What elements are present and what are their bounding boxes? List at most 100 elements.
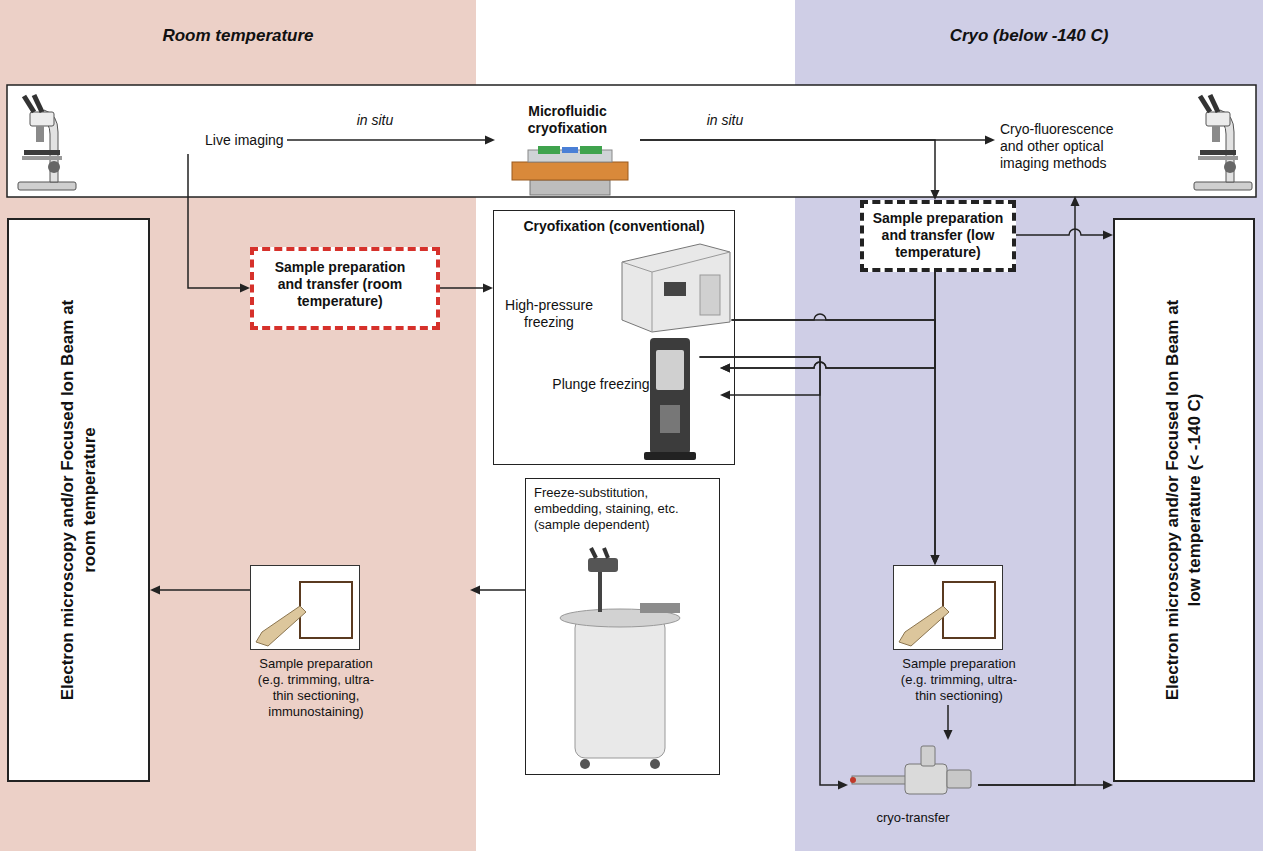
sample-prep-step: Sample preparation (e.g. trimming, ultra… (250, 565, 470, 725)
arrowhead (931, 555, 940, 565)
plunge-freezer-part (656, 350, 684, 390)
box-fill (250, 210, 1003, 775)
cryo-transfer-holder-part (905, 764, 947, 794)
microscope-icon-part (1200, 96, 1210, 112)
cryo-transfer-holder-part (852, 776, 932, 784)
sample-prep-step: Sample preparation (e.g. trimming, ultra… (893, 565, 1058, 705)
connector (470, 586, 525, 595)
microscope-icon-part (1212, 126, 1220, 142)
connector (700, 357, 849, 790)
node-text: Cryofixation (conventional) (502, 218, 726, 235)
node-text: Room temperature (0, 26, 476, 46)
connector (720, 272, 935, 373)
node-text: Sample preparation and transfer (low tem… (868, 210, 1008, 261)
microfluidic-device-part (512, 162, 628, 180)
connector (640, 136, 995, 145)
arrowhead (944, 730, 953, 740)
temperature-band: Room temperatureElectron microscopy and/… (0, 0, 476, 851)
freeze-substitution-unit-part (598, 570, 602, 612)
arrowhead (1103, 231, 1113, 240)
top-strip (7, 85, 1256, 197)
node-text: Live imaging (205, 132, 287, 149)
node-text: Sample preparation (e.g. trimming, ultra… (250, 656, 382, 720)
microscope-icon-part (1210, 95, 1218, 112)
freeze-substitution-unit (560, 548, 680, 769)
connector (720, 314, 935, 373)
connector (440, 284, 493, 293)
cryo-transfer-holder-part (850, 777, 856, 783)
freezing-method: Plunge freezing (497, 340, 700, 460)
connector-line (978, 784, 1103, 786)
arrowhead (150, 586, 160, 595)
node-text: Electron microscopy and/or Focused Ion B… (57, 295, 101, 705)
microscope-icon-part (30, 112, 54, 126)
imaging-step: Microfluidic cryofixation (495, 98, 640, 196)
sectioning-icon (256, 582, 352, 646)
microscope-icon-part (1194, 182, 1252, 190)
box-fill-part (893, 565, 1003, 650)
high-pressure-freezer-part (622, 262, 652, 332)
arrowhead (720, 364, 730, 373)
arrowhead (470, 586, 480, 595)
imaging-step: Live imaging (183, 128, 287, 154)
high-pressure-freezer (622, 244, 730, 332)
freeze-substitution-unit-part (640, 603, 680, 613)
microscope-icon-part (22, 156, 62, 160)
freeze-substitution-unit-part (588, 558, 618, 572)
sectioning-icon (899, 582, 995, 646)
plunge-freezer (644, 338, 696, 460)
node-text: Sample preparation (e.g. trimming, ultra… (893, 656, 1025, 704)
box-fill-part (250, 565, 360, 650)
arrowhead (931, 190, 940, 200)
freezing-method: High-pressure freezing (497, 285, 732, 335)
dashed-process-box: Sample preparation and transfer (room te… (250, 247, 440, 330)
sectioning-icon-part (256, 606, 306, 646)
arrowhead (720, 391, 730, 400)
microfluidic-device-part (530, 180, 610, 195)
node-text: Freeze-substitution, embedding, staining… (534, 485, 711, 533)
connector-line (160, 589, 250, 591)
node-text: Plunge freezing (503, 376, 700, 393)
cryo-transfer-holder-part (947, 770, 971, 788)
icon-frame (250, 565, 360, 650)
connector (944, 705, 953, 740)
microscope-icon-part (1224, 161, 1236, 173)
high-pressure-freezer-part (700, 275, 720, 315)
node-text: Sample preparation and transfer (room te… (264, 259, 416, 310)
connector-line (1016, 229, 1103, 235)
microscope-box: Electron microscopy and/or Focused Ion B… (7, 218, 150, 782)
freeze-substitution-unit-part (604, 548, 608, 558)
microscope-icon-part (18, 182, 76, 190)
connector (931, 272, 940, 565)
high-pressure-freezer-part (664, 282, 686, 296)
freeze-substitution-unit-part (575, 618, 665, 758)
connector (150, 586, 250, 595)
connector-line (440, 287, 483, 289)
connector (700, 357, 821, 400)
group-box: Freeze-substitution, embedding, staining… (525, 478, 720, 775)
connector (1016, 229, 1113, 240)
connector-line (978, 206, 1075, 785)
plunge-freezer-part (644, 452, 696, 460)
box-fill-part (525, 478, 720, 775)
high-pressure-freezer-part (622, 244, 730, 332)
freeze-substitution-unit-part (560, 609, 680, 627)
node-text: Cryo (below -140 C) (795, 26, 1263, 46)
group-box: Cryofixation (conventional) High-pressure… (493, 210, 735, 465)
microscope-icon-part (34, 95, 42, 112)
box-fill-part (493, 210, 735, 465)
microscope-icon-part (36, 126, 44, 142)
arrowhead (931, 555, 940, 565)
high-pressure-freezer-part (652, 252, 730, 272)
connector-line (640, 140, 935, 190)
node-text: Cryo-fluorescence and other optical imag… (1000, 121, 1135, 172)
connector-line (700, 357, 839, 785)
microscope-icon (18, 95, 76, 190)
microscope-icon-part (1216, 110, 1234, 182)
imaging-step: Cryo-fluorescence and other optical imag… (995, 115, 1165, 196)
microfluidic-device-part (538, 146, 560, 154)
sectioning-icon-part (943, 582, 995, 638)
arrowhead (985, 136, 995, 145)
microfluidic-device (512, 146, 628, 195)
microscope-icon-part (24, 150, 60, 155)
